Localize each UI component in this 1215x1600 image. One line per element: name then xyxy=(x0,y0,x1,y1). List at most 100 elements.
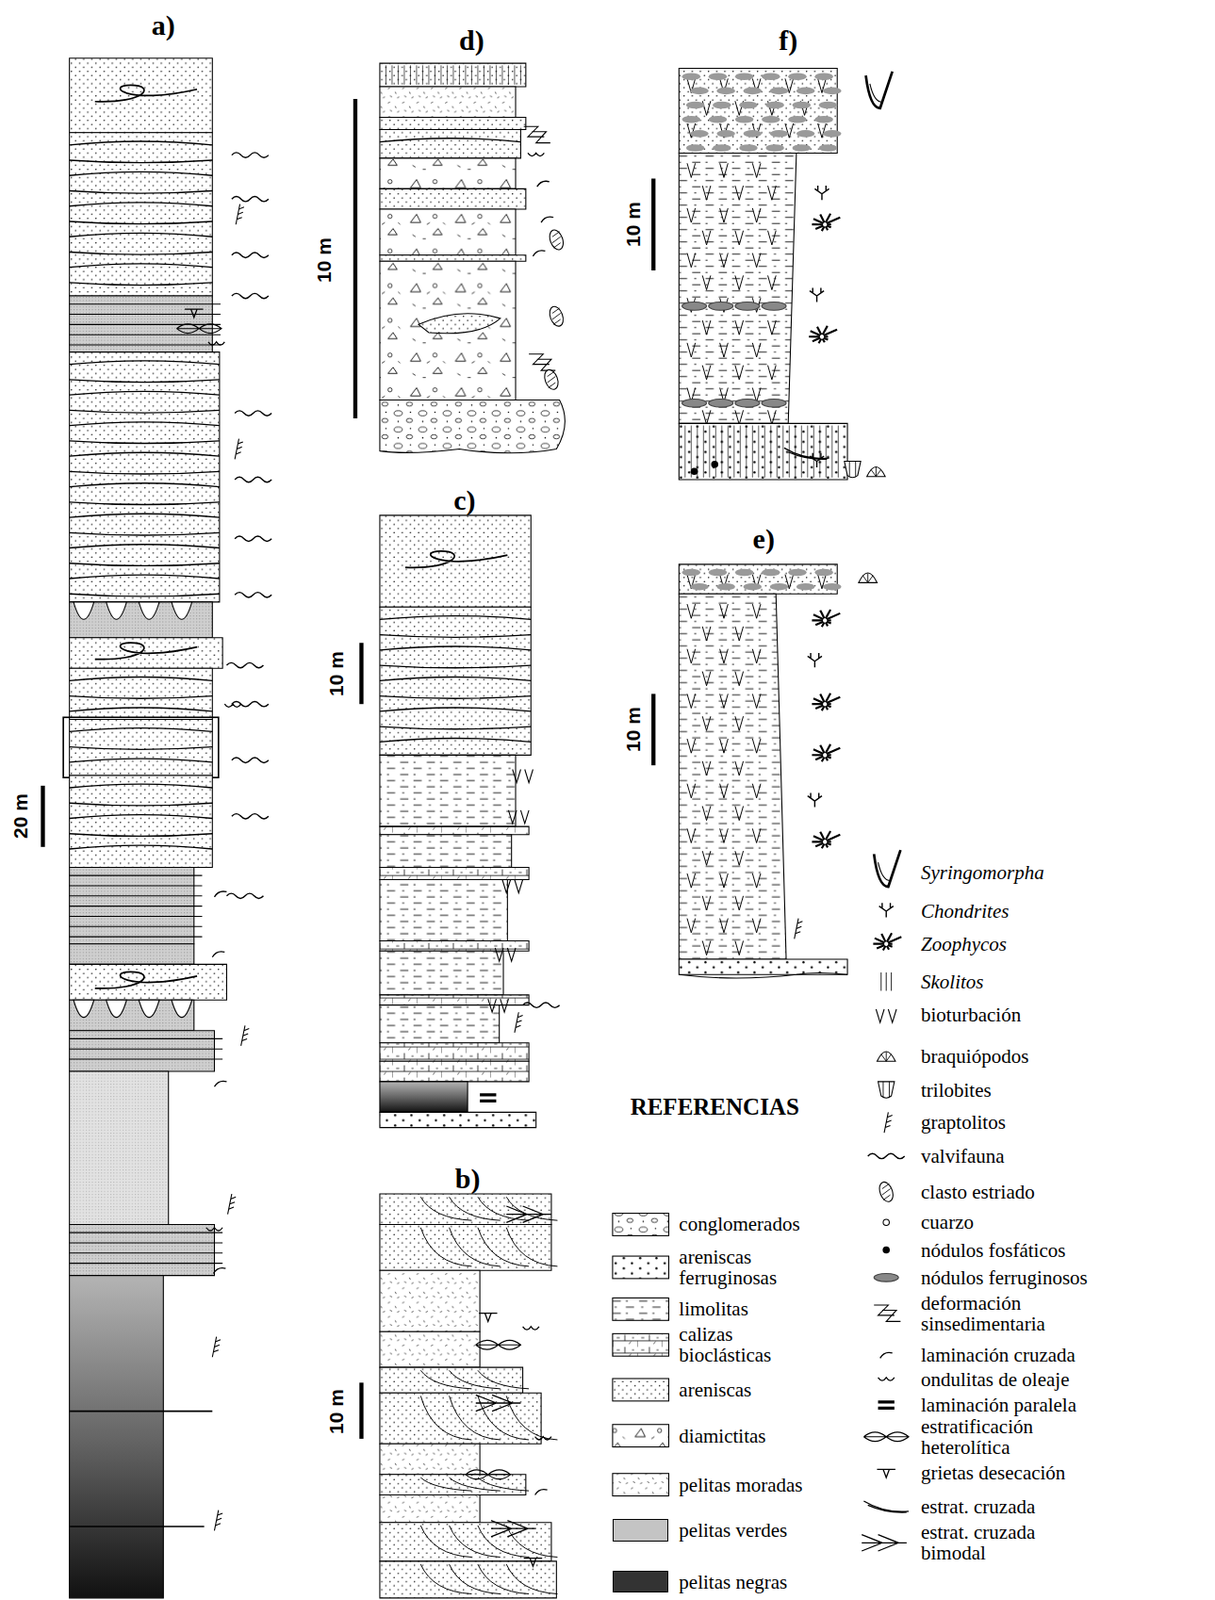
stroke xyxy=(823,338,829,341)
stroke xyxy=(678,593,787,960)
stroke xyxy=(687,649,696,664)
stroke xyxy=(213,891,227,898)
stroke xyxy=(826,697,840,704)
stroke xyxy=(476,65,478,85)
stroke xyxy=(872,943,885,946)
stroke xyxy=(379,835,512,869)
stroke xyxy=(776,426,778,478)
stroke xyxy=(476,1395,522,1412)
stroke xyxy=(379,867,529,880)
stroke xyxy=(678,564,838,594)
stroke xyxy=(69,803,214,806)
stroke xyxy=(752,163,761,178)
stroke xyxy=(234,410,272,416)
stroke xyxy=(702,410,711,425)
phosphate xyxy=(690,468,699,477)
stroke xyxy=(379,1224,552,1271)
stroke xyxy=(782,426,784,478)
stroke xyxy=(415,65,417,85)
stroke xyxy=(379,1061,529,1083)
nodule xyxy=(796,130,815,138)
stroke xyxy=(820,745,824,755)
stroke xyxy=(69,1276,165,1599)
nodule xyxy=(761,302,787,312)
stroke xyxy=(825,706,828,710)
stroke xyxy=(535,1437,552,1441)
legend-text: graptolitos xyxy=(920,1112,1006,1133)
nodule xyxy=(708,569,727,577)
stroke xyxy=(234,592,272,598)
stroke xyxy=(878,1402,895,1409)
stroke xyxy=(69,875,203,877)
stroke xyxy=(513,65,515,85)
stroke xyxy=(226,893,263,899)
legend-text: grietas desecación xyxy=(920,1462,1066,1484)
stroke xyxy=(678,959,848,975)
stroke xyxy=(735,365,744,380)
stroke xyxy=(811,619,823,622)
stroke xyxy=(826,748,840,755)
stroke xyxy=(69,171,214,176)
stroke xyxy=(752,784,761,799)
stroke xyxy=(720,649,729,664)
stroke xyxy=(231,757,269,763)
nodule xyxy=(873,1273,899,1282)
stroke xyxy=(95,642,198,659)
nodule xyxy=(708,398,734,408)
stroke xyxy=(69,532,220,536)
stroke xyxy=(69,361,220,365)
stroke xyxy=(353,98,358,419)
stroke xyxy=(825,622,828,626)
stroke xyxy=(506,1228,558,1267)
stroke xyxy=(514,1012,524,1034)
stroke xyxy=(391,65,393,85)
stroke xyxy=(720,208,729,223)
legend-text: estrat. cruzada bimodal xyxy=(920,1522,1082,1564)
nodule xyxy=(796,87,815,96)
stroke xyxy=(520,65,522,85)
stroke xyxy=(449,1564,501,1594)
stroke xyxy=(735,761,744,776)
stroke xyxy=(69,422,220,427)
stroke xyxy=(720,784,729,799)
clast xyxy=(541,367,561,392)
stroke xyxy=(495,65,497,85)
scale-label: 20 m xyxy=(10,793,32,839)
stroke xyxy=(873,850,901,887)
stroke xyxy=(887,945,893,948)
stroke xyxy=(702,230,711,246)
stroke xyxy=(235,204,245,226)
stroke xyxy=(226,662,263,668)
nodule xyxy=(708,302,734,312)
stroke xyxy=(757,426,759,478)
stroke xyxy=(739,426,741,478)
stroke xyxy=(702,896,711,911)
legend-text: estratificación heterolítica xyxy=(920,1416,1082,1459)
legend-text: nódulos fosfáticos xyxy=(920,1240,1066,1262)
stroke xyxy=(379,515,531,608)
stroke xyxy=(69,391,220,395)
nodule xyxy=(788,72,806,81)
stroke xyxy=(69,563,220,567)
stroke xyxy=(883,1082,889,1098)
stroke xyxy=(876,1051,895,1062)
stroke xyxy=(506,1526,558,1559)
stroke xyxy=(820,694,824,704)
legend-text: deformación sinsedimentaria xyxy=(920,1293,1086,1335)
stroke xyxy=(69,202,214,207)
legend-text: conglomerados xyxy=(678,1214,800,1235)
stroke xyxy=(234,439,244,460)
stroke xyxy=(359,1382,363,1440)
stroke xyxy=(69,544,220,549)
clast xyxy=(547,228,567,252)
stroke xyxy=(720,738,729,754)
stroke xyxy=(359,642,363,705)
nodule xyxy=(761,115,780,124)
legend-text: areniscas ferruginosas xyxy=(678,1247,830,1289)
stroke xyxy=(379,138,521,143)
nodule xyxy=(765,101,784,110)
stroke xyxy=(69,483,220,488)
stroke xyxy=(69,719,214,776)
stroke xyxy=(477,1526,529,1559)
stroke xyxy=(231,196,269,201)
